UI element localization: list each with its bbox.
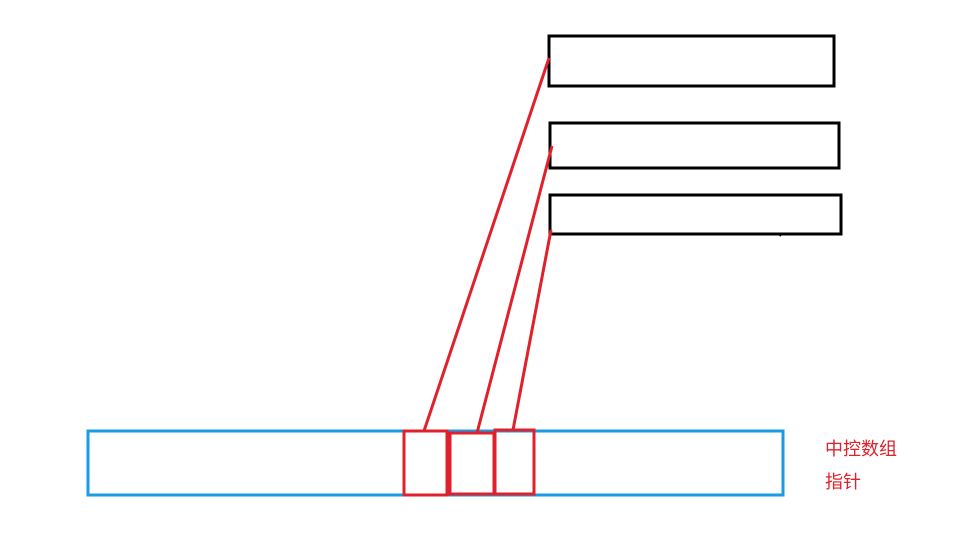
- pointer-line-3: [511, 229, 553, 431]
- pointer-cell-3: [493, 428, 536, 496]
- data-block-2: [548, 121, 841, 170]
- pointer-cell-2: [448, 431, 496, 496]
- data-block-3: [548, 193, 843, 236]
- pointer-line-1: [422, 57, 551, 432]
- data-block-1: [547, 34, 836, 88]
- pointer-cell-1: [402, 429, 449, 497]
- annotation-central-control-array: 中控数组: [825, 439, 897, 460]
- pointer-line-2: [475, 145, 554, 434]
- stray-mark: [778, 233, 782, 237]
- central-control-array: [86, 429, 785, 497]
- annotation-pointer: 指针: [825, 472, 861, 493]
